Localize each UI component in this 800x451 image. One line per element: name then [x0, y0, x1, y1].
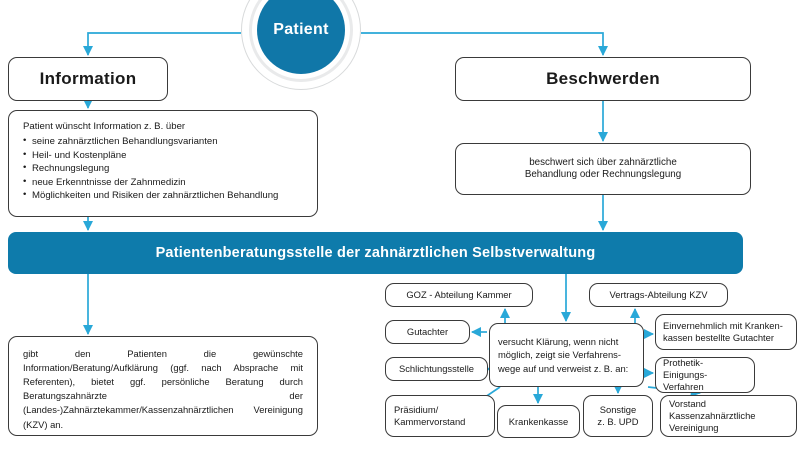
- einvernehmlich-line1: Einvernehmlich mit Kranken-: [663, 320, 783, 332]
- wire-patient-to-beschwerden: [361, 32, 609, 57]
- beschwerden-detail-line2: Behandlung oder Rechnungslegung: [524, 169, 682, 180]
- hub-line1: versucht Klärung, wenn nicht: [498, 335, 619, 347]
- list-item: neue Erkenntnisse der Zahnmedizin: [23, 176, 278, 189]
- einvernehmlich-line2: kassen bestellte Gutachter: [663, 332, 774, 343]
- information-detail-lead: Patient wünscht Information z. B. über: [23, 121, 186, 132]
- node-praesidium-kammervorstand[interactable]: Präsidium/ Kammervorstand: [385, 395, 495, 437]
- node-vertrags-abteilung-kzv[interactable]: Vertrags-Abteilung KZV: [589, 283, 728, 307]
- node-einvernehmlich-gutachter[interactable]: Einvernehmlich mit Kranken- kassen beste…: [655, 314, 797, 350]
- node-klaerung-hub: versucht Klärung, wenn nicht möglich, ze…: [489, 323, 644, 387]
- list-item: seine zahnärztlichen Behandlungsvariante…: [23, 135, 278, 148]
- node-beschwerden[interactable]: Beschwerden: [455, 57, 751, 101]
- information-bullet-list: seine zahnärztlichen Behandlungsvariante…: [23, 135, 278, 204]
- praesidium-line2: Kammervorstand: [394, 416, 466, 427]
- node-schlichtungsstelle[interactable]: Schlichtungsstelle: [385, 357, 488, 381]
- node-krankenkasse[interactable]: Krankenkasse: [497, 405, 580, 438]
- node-prothetik-einigungs-verfahren[interactable]: Prothetik- Einigungs-Verfahren: [655, 357, 755, 393]
- prothetik-line1: Prothetik-: [663, 357, 704, 369]
- prothetik-line2: Einigungs-Verfahren: [663, 369, 708, 392]
- beschwerden-detail-line1: beschwert sich über zahnärztliche: [529, 156, 677, 168]
- node-information[interactable]: Information: [8, 57, 168, 101]
- node-goz-abteilung-kammer[interactable]: GOZ - Abteilung Kammer: [385, 283, 533, 307]
- praesidium-line1: Präsidium/: [394, 404, 439, 416]
- hub-line3: wege auf und verweist z. B. an:: [498, 362, 629, 374]
- wire-patient-to-information: [82, 32, 241, 57]
- list-item: Rechnungslegung: [23, 162, 278, 175]
- node-gutachter[interactable]: Gutachter: [385, 320, 470, 344]
- sonstige-line2: z. B. UPD: [597, 416, 639, 427]
- node-beschwerden-detail: beschwert sich über zahnärztliche Behand…: [455, 143, 751, 195]
- sonstige-line1: Sonstige: [599, 404, 637, 416]
- patient-ring-inner: [249, 0, 353, 82]
- node-information-detail: Patient wünscht Information z. B. über s…: [8, 110, 318, 217]
- patient-label: Patient: [257, 0, 345, 74]
- node-patientenberatungsstelle[interactable]: Patientenberatungsstelle der zahnärztlic…: [8, 232, 743, 274]
- list-item: Möglichkeiten und Risiken der zahnärztli…: [23, 189, 278, 202]
- node-information-answer: gibt den Patienten die gewünschte Inform…: [8, 336, 318, 436]
- vorstand-line2: Vereinigung: [669, 421, 719, 433]
- patient-node[interactable]: Patient: [241, 0, 361, 90]
- hub-line2: möglich, zeigt sie Verfahrens-: [498, 349, 621, 361]
- node-sonstige-upd[interactable]: Sonstige z. B. UPD: [583, 395, 653, 437]
- node-vorstand-kzv[interactable]: Vorstand Kassenzahnärztliche Vereinigung: [660, 395, 797, 437]
- vorstand-line1: Vorstand Kassenzahnärztliche: [669, 398, 756, 422]
- list-item: Heil- und Kostenpläne: [23, 149, 278, 162]
